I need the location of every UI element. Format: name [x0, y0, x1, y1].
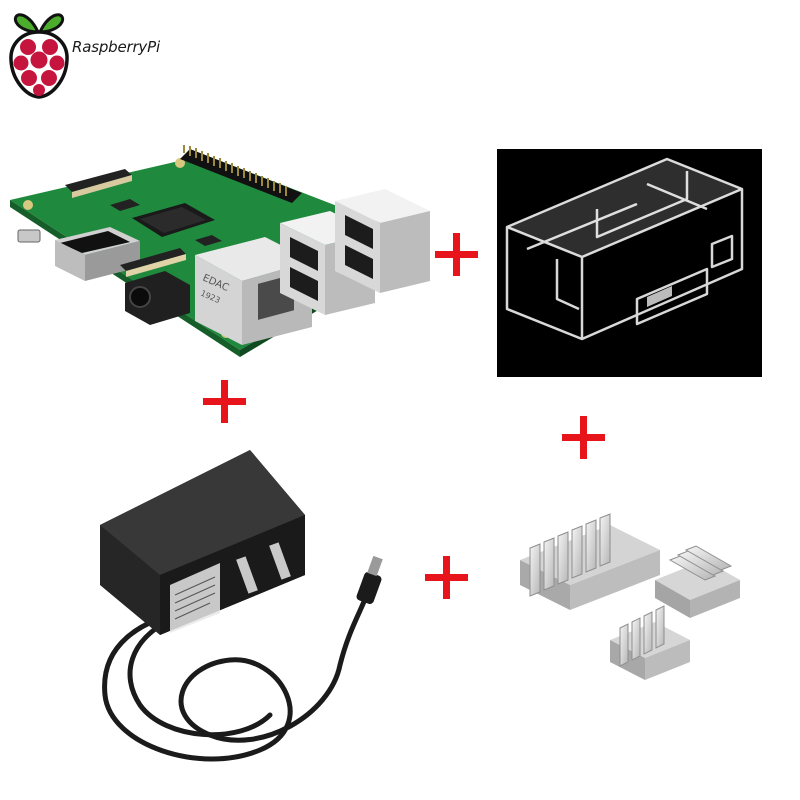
usb-stack-back	[335, 189, 430, 293]
plus-icon	[418, 548, 478, 608]
plus-icon	[196, 372, 256, 432]
circuit-board-icon: EDAC 1923	[10, 145, 430, 357]
clear-case-icon	[505, 157, 744, 341]
case-photo-panel	[497, 149, 762, 377]
raspberry-logo-icon	[9, 13, 69, 99]
power-adapter-icon	[100, 450, 383, 762]
brand-logo: RaspberryPi	[4, 2, 224, 102]
brand-name: RaspberryPi	[72, 38, 160, 56]
heatsink-small-2	[610, 605, 690, 680]
plus-icon	[428, 225, 488, 285]
heatsink-small-1	[655, 545, 740, 618]
heatsink-large	[520, 513, 660, 610]
heatsink-icon	[520, 513, 740, 680]
plus-icon	[555, 408, 615, 468]
